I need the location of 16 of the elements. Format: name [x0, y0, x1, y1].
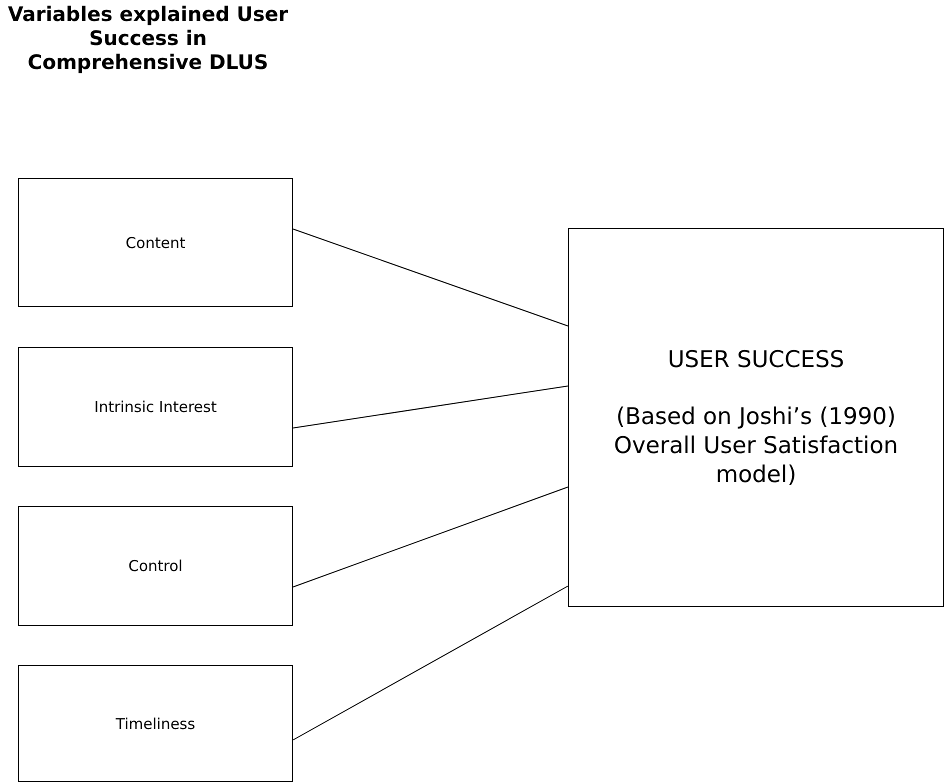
column-heading: Variables explained User Success in Comprehensive DLUS — [6, 2, 290, 74]
connector-line — [292, 386, 568, 428]
variable-box — [18, 506, 293, 626]
connector-line — [292, 486, 568, 588]
outcome-description: (Based on Joshi’s (1990) Overall User Satisfaction model) — [612, 402, 900, 490]
variable-label: Timeliness — [116, 714, 196, 734]
variable-box — [18, 178, 293, 307]
outcome-box — [568, 228, 944, 607]
variable-box — [18, 665, 293, 782]
outcome-heading: USER SUCCESS — [666, 346, 846, 374]
variable-label: Intrinsic Interest — [94, 397, 217, 417]
variable-box — [18, 347, 293, 467]
variable-label: Content — [126, 232, 186, 252]
connector-line — [292, 228, 568, 326]
connector-line — [292, 586, 568, 740]
variable-label: Control — [128, 556, 183, 576]
